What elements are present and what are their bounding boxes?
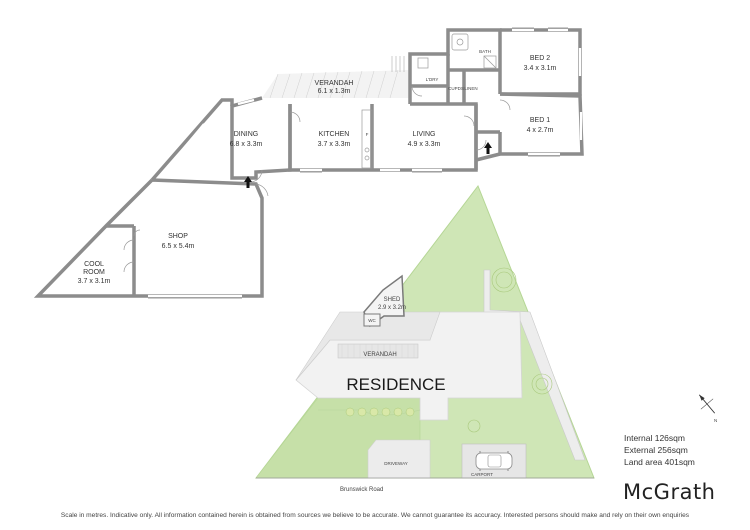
living-dim: 4.9 x 3.3m [408, 141, 441, 148]
area-summary: Internal 126sqm External 256sqm Land are… [624, 432, 695, 468]
car-icon [475, 451, 513, 471]
bed1-walls [498, 92, 584, 156]
wc [363, 313, 381, 327]
verandah-steps [391, 56, 405, 72]
site-verandah-label: VERANDAH [363, 352, 396, 358]
carport-label: CARPORT [471, 472, 493, 477]
tree-icons [467, 267, 553, 433]
coolroom-name-1: COOL [84, 261, 104, 268]
top-core-walls [408, 28, 502, 104]
shed-dim: 2.9 x 3.2m [378, 305, 406, 311]
north-arrow-icon [698, 394, 716, 414]
site-plan [254, 184, 595, 479]
north-label: N [714, 418, 717, 423]
dining-name: DINING [234, 131, 259, 138]
entry-lower-wall [475, 152, 501, 162]
site-labels: SHED 2.9 x 3.2m WC VERANDAH RESIDENCE DR… [346, 297, 493, 477]
window-frames [148, 27, 568, 299]
dining-left-wall [150, 98, 234, 182]
shed-name: SHED [384, 297, 401, 303]
driveway-label: DRIVEWAY [384, 461, 408, 466]
residence-label: RESIDENCE [346, 375, 445, 394]
laundry-name: L'DRY [426, 77, 439, 82]
house-floor-plan [33, 27, 584, 299]
verandah-top-dim: 6.1 x 1.3m [318, 88, 351, 95]
shop-name: SHOP [168, 233, 188, 240]
verandah-deck [262, 70, 410, 98]
dining-dim: 6.8 x 3.3m [230, 141, 263, 148]
verandah-top-name: VERANDAH [315, 80, 354, 87]
internal-area: Internal 126sqm [624, 433, 685, 443]
land-area: Land area 401sqm [624, 457, 695, 467]
bed2-dim: 3.4 x 3.1m [524, 65, 557, 72]
cupboards-name: CUPDS [448, 86, 464, 91]
verandah-boards [341, 344, 415, 358]
main-outer-wall [230, 96, 292, 180]
living-name: LIVING [413, 131, 436, 138]
shop-walls [33, 178, 264, 298]
shop-dim: 6.5 x 5.4m [162, 243, 195, 250]
driveway [367, 439, 431, 479]
kitchen-name: KITCHEN [319, 131, 350, 138]
bath-name: BATH [479, 49, 491, 54]
windows [148, 28, 583, 298]
external-area: External 256sqm [624, 445, 688, 455]
bed2-walls [500, 28, 582, 96]
linen-name: LINEN [464, 86, 477, 91]
entry-arrow-icon [244, 142, 492, 188]
coolroom-dim: 3.7 x 3.1m [78, 278, 111, 285]
coolroom-name-2: ROOM [83, 269, 105, 276]
kitchen-dim: 3.7 x 3.3m [318, 141, 351, 148]
bath-fixtures [417, 33, 497, 69]
disclaimer-text: Scale in metres. Indicative only. All in… [60, 512, 690, 519]
bed2-name: BED 2 [530, 55, 550, 62]
verandah-deck-boards [269, 69, 399, 99]
paved-entry [295, 311, 441, 381]
bed1-dim: 4 x 2.7m [527, 127, 554, 134]
road-label: Brunswick Road [340, 487, 384, 493]
brand-logo: McGrath [623, 480, 716, 504]
wc-label: WC [368, 318, 376, 323]
bed1-name: BED 1 [530, 117, 550, 124]
kitchen-bench [361, 109, 373, 169]
shrub-row [345, 407, 415, 417]
room-labels: VERANDAH 6.1 x 1.3m BATH BED 2 3.4 x 3.1… [78, 49, 557, 285]
fridge-label: F [366, 132, 369, 137]
